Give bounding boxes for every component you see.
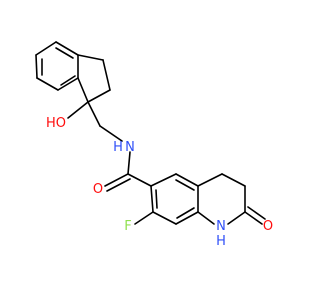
- bond: [197, 173, 223, 187]
- hydroxyl-label: HO: [46, 116, 66, 131]
- atom-labels: HO N H O F N H O: [46, 116, 273, 249]
- bond: [55, 47, 74, 59]
- bond: [127, 173, 152, 187]
- bond: [152, 211, 177, 225]
- bond: [175, 173, 199, 187]
- bond: [134, 211, 154, 225]
- fluorine-label: F: [124, 219, 131, 234]
- bond: [244, 211, 263, 225]
- bond: [127, 151, 131, 175]
- bond: [99, 125, 123, 142]
- bond: [197, 211, 215, 225]
- bond: [77, 54, 104, 61]
- amide-nitrogen-hydrogen-label: H: [113, 140, 123, 155]
- bond: [36, 77, 59, 91]
- bond: [35, 41, 57, 56]
- bond: [55, 41, 79, 56]
- ring-nitrogen-hydrogen-label: H: [216, 234, 226, 249]
- lactam-oxygen-label: O: [263, 219, 273, 234]
- bond: [176, 207, 195, 219]
- bonds: [35, 41, 266, 225]
- bond: [102, 59, 111, 91]
- bond: [175, 179, 195, 191]
- ring-nitrogen-label: N: [216, 219, 226, 234]
- amide-oxygen-label: O: [93, 182, 103, 197]
- bond: [67, 101, 89, 119]
- bond: [87, 89, 111, 103]
- bond: [221, 173, 246, 187]
- bond: [227, 211, 246, 225]
- bond: [150, 173, 177, 187]
- molecule-structure: HO N H O F N H O: [0, 0, 300, 300]
- canvas-background: [0, 0, 300, 300]
- bond: [87, 101, 101, 127]
- bond: [35, 54, 38, 79]
- bond: [77, 77, 89, 103]
- bond: [57, 77, 79, 91]
- bond: [106, 178, 131, 192]
- bond: [150, 185, 154, 213]
- amide-nitrogen-label: N: [125, 140, 135, 155]
- bond: [104, 173, 129, 187]
- bond: [155, 189, 158, 209]
- bond: [60, 75, 76, 86]
- bond: [247, 206, 266, 220]
- bond: [175, 211, 199, 225]
